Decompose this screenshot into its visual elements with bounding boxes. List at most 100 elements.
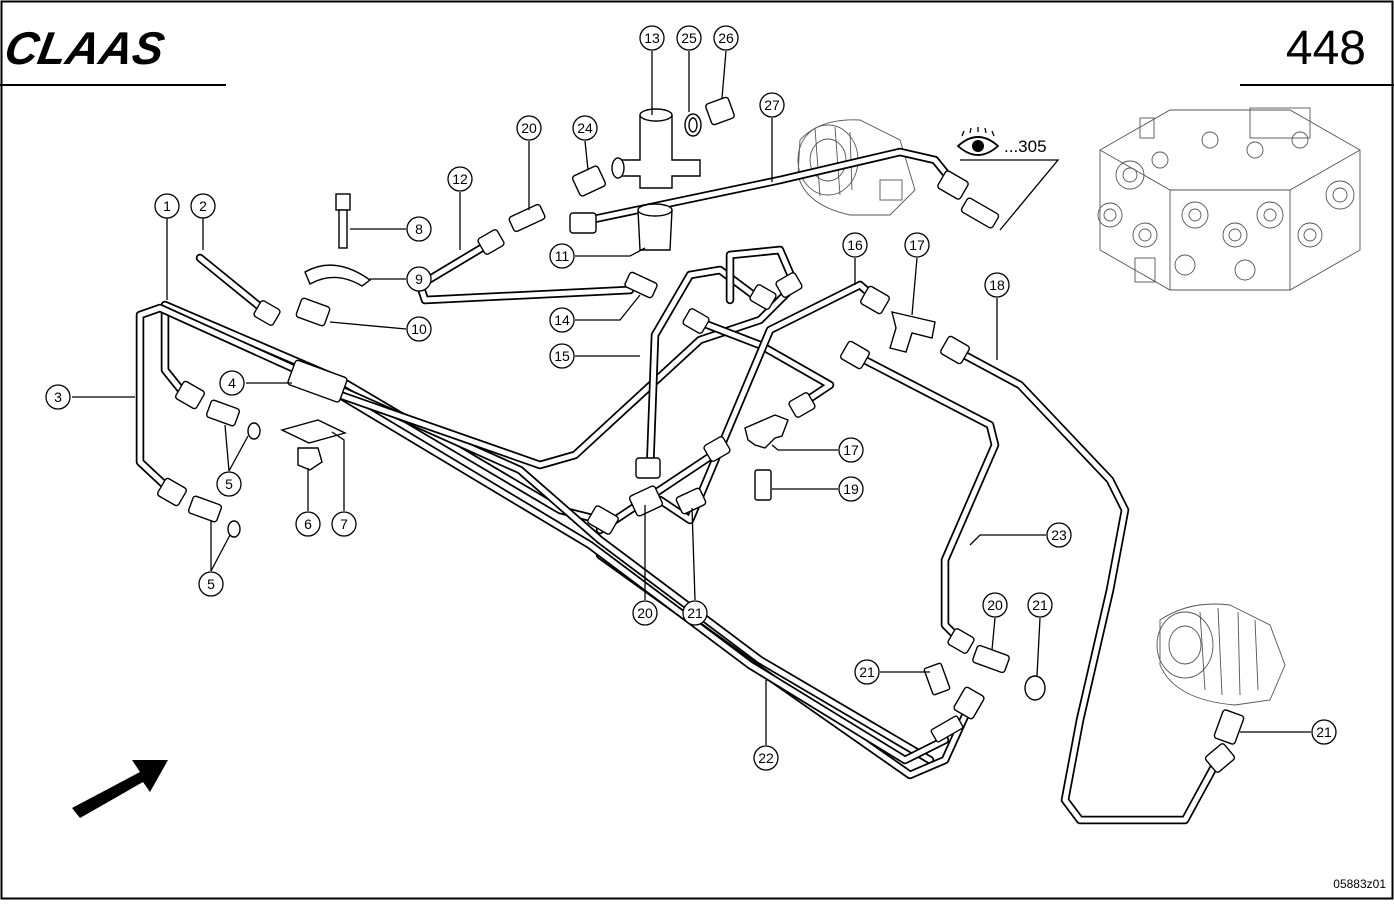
- svg-text:20: 20: [637, 605, 653, 621]
- adapter-14: [624, 271, 658, 299]
- callout-8: 8: [406, 216, 432, 242]
- adapter-24: [571, 165, 607, 197]
- svg-text:7: 7: [340, 516, 348, 532]
- adapter-5-upper: [205, 399, 241, 427]
- svg-text:13: 13: [644, 30, 660, 46]
- pipe-nut-2: [253, 300, 281, 326]
- callout-2: 2: [190, 193, 216, 219]
- adapter-10: [295, 297, 331, 327]
- cross-reference[interactable]: ...305: [956, 127, 1047, 156]
- direction-arrow-icon: [72, 760, 168, 818]
- callout-22: 22: [753, 745, 779, 771]
- callout-21-motor: 21: [1311, 719, 1337, 745]
- svg-text:17: 17: [843, 442, 859, 458]
- pipe-nut-1: [175, 380, 205, 410]
- plate-7: [280, 419, 347, 444]
- callout-13: 13: [639, 25, 665, 51]
- svg-text:16: 16: [847, 237, 863, 253]
- svg-text:3: 3: [54, 389, 62, 405]
- pump-motor-sketch: [797, 119, 916, 216]
- svg-text:4: 4: [228, 375, 236, 391]
- svg-text:24: 24: [577, 120, 593, 136]
- callout-4: 4: [219, 370, 245, 396]
- eye-icon: [956, 127, 1000, 156]
- callout-21-center: 21: [682, 600, 708, 626]
- leader-lines: [72, 50, 1311, 745]
- washer-5-upper: [247, 422, 261, 440]
- svg-text:25: 25: [681, 30, 697, 46]
- clamp-cover-9: [304, 264, 372, 287]
- cross-reference-text: ...305: [1004, 137, 1047, 156]
- svg-text:1: 1: [163, 198, 171, 214]
- svg-text:17: 17: [909, 237, 925, 253]
- callout-26: 26: [713, 25, 739, 51]
- clamp-4: [287, 359, 348, 403]
- hydraulic-block-sketch: [1097, 107, 1361, 291]
- pipe-nut-23: [840, 340, 870, 370]
- callout-21-right: 21: [1027, 592, 1053, 618]
- svg-text:15: 15: [554, 348, 570, 364]
- svg-text:20: 20: [987, 597, 1003, 613]
- callout-20-right: 20: [982, 592, 1008, 618]
- svg-text:21: 21: [687, 605, 703, 621]
- hydraulic-motor-sketch: [1156, 603, 1286, 706]
- page-number: 448: [1286, 22, 1366, 75]
- callout-18: 18: [984, 272, 1010, 298]
- svg-text:19: 19: [843, 481, 859, 497]
- adapter-21-center: [675, 487, 707, 515]
- bolt-8-head: [335, 193, 351, 211]
- callout-21-left: 21: [854, 659, 880, 685]
- brand-logo: CLAAS: [1, 22, 169, 74]
- svg-text:11: 11: [555, 248, 570, 264]
- tee-fitting-13-port: [639, 108, 673, 122]
- adapter-19: [754, 469, 772, 501]
- callout-1: 1: [154, 193, 180, 219]
- adapter-20: [508, 203, 546, 233]
- adapter-20-right: [972, 644, 1010, 674]
- pipe-nut-12: [477, 229, 505, 255]
- svg-text:21: 21: [1316, 724, 1332, 740]
- pipe-nut-3: [157, 477, 187, 507]
- svg-text:21: 21: [859, 664, 875, 680]
- pipe-nut-16: [860, 285, 890, 315]
- svg-text:12: 12: [452, 171, 468, 187]
- callout-17-upper: 17: [904, 232, 930, 258]
- callout-6: 6: [295, 511, 321, 537]
- svg-text:18: 18: [989, 277, 1005, 293]
- adapter-21-right: [1024, 675, 1046, 701]
- svg-text:5: 5: [207, 576, 215, 592]
- plug-26: [705, 96, 735, 126]
- adapter-21-motor: [1213, 709, 1245, 745]
- pipe-assemblies: [135, 147, 1220, 825]
- callout-10: 10: [406, 316, 432, 342]
- fittings: [157, 96, 1245, 773]
- tee-fitting-13-side-port: [611, 157, 625, 179]
- elbow-17-lower: [744, 414, 789, 449]
- svg-text:21: 21: [1032, 597, 1048, 613]
- callout-27: 27: [759, 92, 785, 118]
- svg-text:9: 9: [415, 271, 423, 287]
- callout-17-lower: 17: [838, 437, 864, 463]
- callout-25: 25: [676, 25, 702, 51]
- callout-3: 3: [45, 384, 71, 410]
- svg-text:22: 22: [758, 750, 774, 766]
- drawing-id: 05883z01: [1333, 877, 1386, 891]
- svg-text:6: 6: [304, 516, 312, 532]
- adapter-5-lower: [187, 495, 223, 523]
- svg-text:2: 2: [199, 198, 207, 214]
- callout-15: 15: [549, 343, 575, 369]
- callout-11: 11: [549, 243, 575, 269]
- callout-12: 12: [447, 166, 473, 192]
- adapter-21-left: [923, 662, 951, 696]
- bolt-8-shank: [338, 209, 348, 249]
- svg-text:8: 8: [415, 221, 423, 237]
- svg-text:26: 26: [718, 30, 734, 46]
- callout-24: 24: [572, 115, 598, 141]
- callout-16: 16: [842, 232, 868, 258]
- nut-6: [297, 447, 323, 471]
- adapter-20-center: [628, 485, 664, 517]
- svg-text:10: 10: [411, 321, 427, 337]
- callout-5-lower: 5: [198, 571, 224, 597]
- svg-text:27: 27: [764, 97, 780, 113]
